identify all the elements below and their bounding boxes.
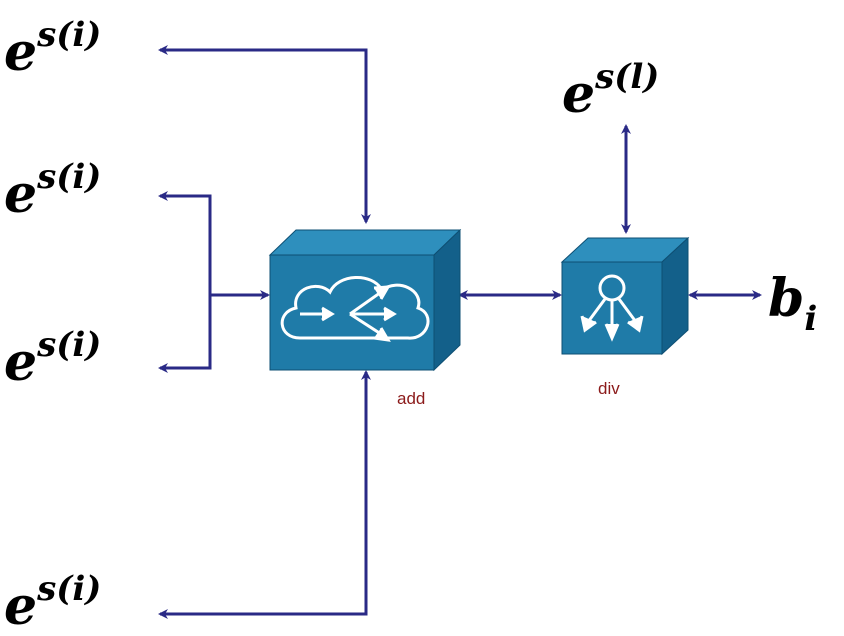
distribution-hub-icon (580, 274, 644, 342)
node-e-lower: es(i) (4, 325, 101, 393)
add-box: add (268, 228, 462, 408)
arrow-add-to-e-top (158, 45, 371, 224)
bracket-e-upper-lower (158, 191, 270, 373)
node-e-l: es(l) (562, 57, 659, 125)
div-label: div (598, 379, 620, 398)
arrow-add-to-e-bottom (158, 370, 371, 619)
router-cloud-icon (280, 276, 430, 342)
node-b-i: bi (768, 268, 817, 339)
add-label: add (397, 389, 425, 408)
node-e-top: es(i) (4, 15, 101, 83)
node-e-upper: es(i) (4, 157, 101, 225)
div-box: div (560, 236, 690, 398)
node-e-bottom: es(i) (4, 569, 101, 636)
